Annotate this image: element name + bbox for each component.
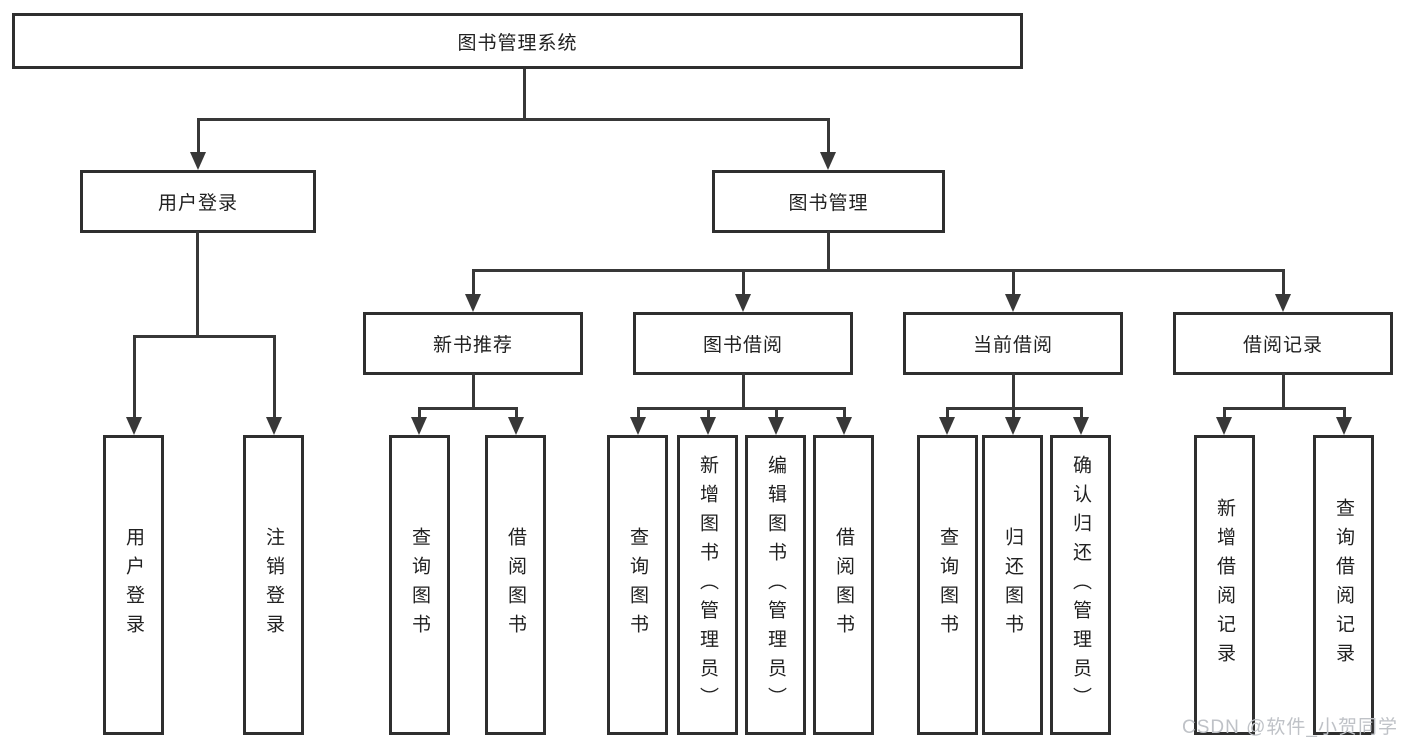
node-book-management-label: 图书管理	[788, 193, 869, 214]
leaf-query-books-borrow: 查询图书	[607, 435, 668, 735]
node-borrow-records-label: 借阅记录	[1242, 335, 1323, 356]
connector-arrowhead-g2-c1	[1005, 417, 1021, 435]
leaf-add-book-admin: 新增图书（管理员）	[677, 435, 738, 735]
connector-arrowhead-book-management	[820, 152, 836, 170]
leaf-return-book: 归还图书	[982, 435, 1043, 735]
connector-hline-g0-split	[418, 407, 518, 410]
node-root: 图书管理系统	[12, 13, 1023, 69]
leaf-return-book-label: 归还图书	[1002, 527, 1023, 643]
connector-vline-to-leaf-user-login	[133, 335, 136, 419]
connector-hline-book-management-split	[472, 269, 1285, 272]
connector-vline-g0-c0	[418, 407, 421, 419]
connector-vline-to-new-book-recommend	[472, 269, 475, 296]
node-root-label: 图书管理系统	[457, 32, 578, 54]
connector-vline-g2-c1	[1012, 407, 1015, 419]
leaf-user-login: 用户登录	[103, 435, 164, 735]
leaf-query-books-current: 查询图书	[917, 435, 978, 735]
connector-arrowhead-g3-c0	[1216, 417, 1232, 435]
node-user-login: 用户登录	[80, 170, 316, 233]
connector-vline-g1-c3	[843, 407, 846, 419]
connector-vline-to-borrow-records	[1282, 269, 1285, 296]
connector-vline-g3-c0	[1223, 407, 1226, 419]
leaf-add-book-admin-label: 新增图书（管理员）	[697, 454, 718, 716]
connector-vline-g2-c0	[946, 407, 949, 419]
leaf-logout-label: 注销登录	[263, 527, 284, 643]
leaf-confirm-return-admin: 确认归还（管理员）	[1050, 435, 1111, 735]
leaf-query-books-borrow-label: 查询图书	[627, 527, 648, 643]
node-book-management: 图书管理	[712, 170, 945, 233]
leaf-borrow-books-recommend: 借阅图书	[485, 435, 546, 735]
connector-vline-g3-trunk	[1282, 373, 1285, 410]
connector-vline-g1-c0	[637, 407, 640, 419]
connector-vline-to-user-login	[197, 118, 200, 154]
connector-vline-g1-trunk	[742, 373, 745, 410]
connector-arrowhead-g2-c0	[939, 417, 955, 435]
connector-arrowhead-book-borrow	[735, 294, 751, 312]
connector-vline-to-leaf-logout	[273, 335, 276, 419]
leaf-query-books-current-label: 查询图书	[937, 527, 958, 643]
node-current-borrow: 当前借阅	[903, 312, 1123, 375]
leaf-query-books-recommend: 查询图书	[389, 435, 450, 735]
node-borrow-records: 借阅记录	[1173, 312, 1393, 375]
leaf-query-borrow-record: 查询借阅记录	[1313, 435, 1374, 735]
connector-vline-user-login-trunk	[196, 231, 199, 338]
leaf-add-borrow-record: 新增借阅记录	[1194, 435, 1255, 735]
connector-vline-g0-c1	[515, 407, 518, 419]
connector-vline-root-trunk	[523, 69, 526, 121]
leaf-borrow-books-borrow: 借阅图书	[813, 435, 874, 735]
connector-vline-to-book-management	[827, 118, 830, 154]
leaf-query-books-recommend-label: 查询图书	[409, 527, 430, 643]
leaf-add-borrow-record-label: 新增借阅记录	[1214, 498, 1235, 672]
leaf-borrow-books-recommend-label: 借阅图书	[505, 527, 526, 643]
node-book-borrow-label: 图书借阅	[702, 335, 783, 356]
leaf-confirm-return-admin-label: 确认归还（管理员）	[1070, 454, 1091, 716]
connector-arrowhead-borrow-records	[1275, 294, 1291, 312]
node-book-borrow: 图书借阅	[633, 312, 853, 375]
connector-hline-g3-split	[1223, 407, 1346, 410]
leaf-query-borrow-record-label: 查询借阅记录	[1333, 498, 1354, 672]
connector-vline-g2-c2	[1080, 407, 1083, 419]
node-new-book-recommend: 新书推荐	[363, 312, 583, 375]
connector-arrowhead-user-login	[190, 152, 206, 170]
connector-arrowhead-g2-c2	[1073, 417, 1089, 435]
connector-arrowhead-new-book-recommend	[465, 294, 481, 312]
connector-hline-g1-split	[637, 407, 846, 410]
connector-vline-g2-trunk	[1012, 373, 1015, 410]
leaf-edit-book-admin: 编辑图书（管理员）	[745, 435, 806, 735]
node-user-login-label: 用户登录	[157, 193, 238, 214]
connector-arrowhead-g0-c0	[411, 417, 427, 435]
connector-arrowhead-leaf-user-login	[126, 417, 142, 435]
connector-vline-to-current-borrow	[1012, 269, 1015, 296]
leaf-logout: 注销登录	[243, 435, 304, 735]
connector-arrowhead-leaf-logout	[266, 417, 282, 435]
node-new-book-recommend-label: 新书推荐	[432, 335, 513, 356]
connector-vline-book-management-trunk	[827, 231, 830, 272]
connector-arrowhead-g1-c1	[700, 417, 716, 435]
connector-arrowhead-current-borrow	[1005, 294, 1021, 312]
connector-vline-g1-c1	[707, 407, 710, 419]
connector-vline-to-book-borrow	[742, 269, 745, 296]
connector-hline-level1-split	[197, 118, 830, 121]
leaf-borrow-books-borrow-label: 借阅图书	[833, 527, 854, 643]
connector-vline-g1-c2	[775, 407, 778, 419]
connector-arrowhead-g1-c3	[836, 417, 852, 435]
connector-arrowhead-g1-c2	[768, 417, 784, 435]
leaf-user-login-label: 用户登录	[123, 527, 144, 643]
connector-arrowhead-g1-c0	[630, 417, 646, 435]
connector-vline-g3-c1	[1343, 407, 1346, 419]
csdn-watermark: CSDN @软件_小贺同学	[1182, 717, 1398, 738]
connector-hline-user-login-split	[133, 335, 276, 338]
leaf-edit-book-admin-label: 编辑图书（管理员）	[765, 454, 786, 716]
connector-arrowhead-g0-c1	[508, 417, 524, 435]
connector-arrowhead-g3-c1	[1336, 417, 1352, 435]
connector-vline-g0-trunk	[472, 373, 475, 410]
node-current-borrow-label: 当前借阅	[972, 335, 1053, 356]
